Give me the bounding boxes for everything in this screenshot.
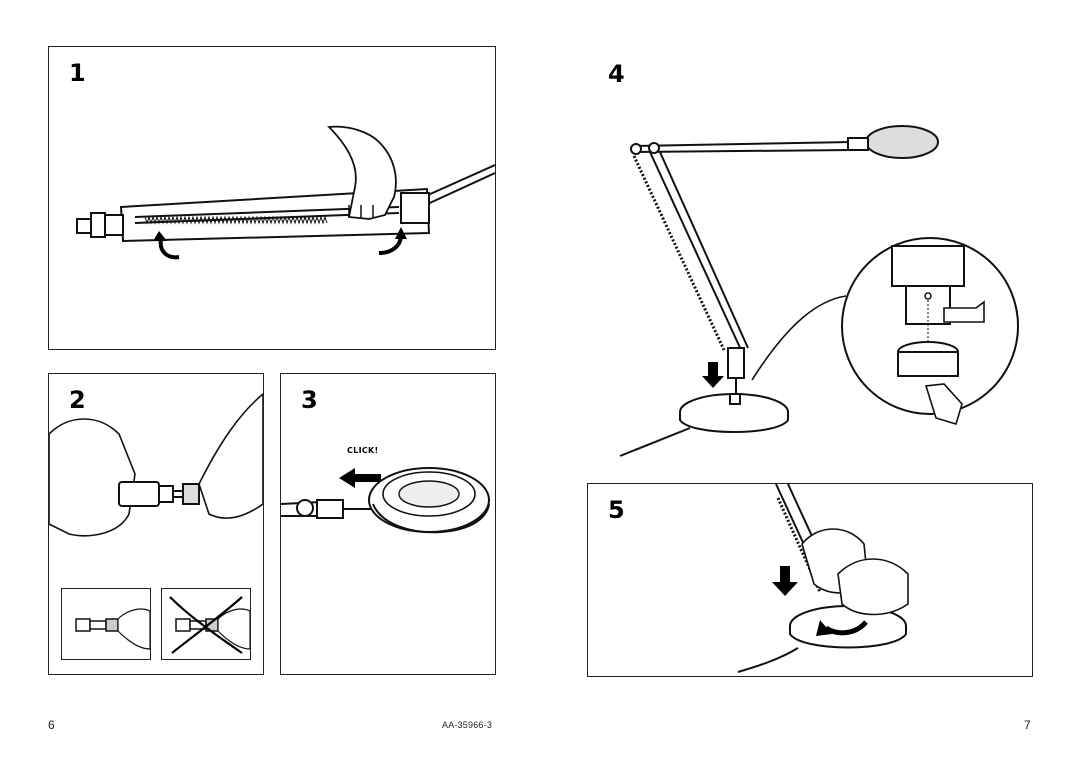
pointing-hand-icon [924,383,963,425]
step-2-illustration [49,392,263,537]
hand [837,558,909,616]
lamp-head [865,125,939,159]
detail-callout [841,237,1019,415]
step-3-panel: 3 CLICK! [280,373,496,675]
arm-rod [418,164,495,200]
step-2-panel: 2 [48,373,264,675]
right-hand [198,392,263,519]
pointing-hand-icon [943,300,985,323]
hand [327,125,397,220]
step-2-number: 2 [69,386,86,414]
step-1-number: 1 [69,59,86,87]
step-1-panel: 1 [48,46,496,350]
curved-arrow-icon [158,238,180,260]
step-3-number: 3 [301,386,318,414]
incorrect-thumbnail [161,588,251,660]
left-arrow-icon [339,468,381,488]
step-4-number: 4 [608,60,625,88]
step-3-illustration [281,467,490,534]
step-1-illustration [76,125,495,260]
cross-out-icon [169,596,243,654]
click-label: CLICK! [347,446,379,455]
left-page-number: 6 [48,718,55,732]
document-code: AA-35966-3 [442,720,493,730]
plug-connector [118,481,200,507]
power-cord [619,427,691,457]
step-5-number: 5 [608,496,625,524]
down-arrow-icon [772,566,798,596]
rotate-arrow-icon [824,620,868,636]
correct-thumbnail [61,588,151,660]
down-arrow-icon [702,362,724,388]
lamp-base [679,393,789,433]
lamp-head [368,467,490,534]
step-5-illustration [737,484,909,673]
right-page-number: 7 [1024,718,1031,732]
step-5-panel: 5 [587,483,1033,677]
